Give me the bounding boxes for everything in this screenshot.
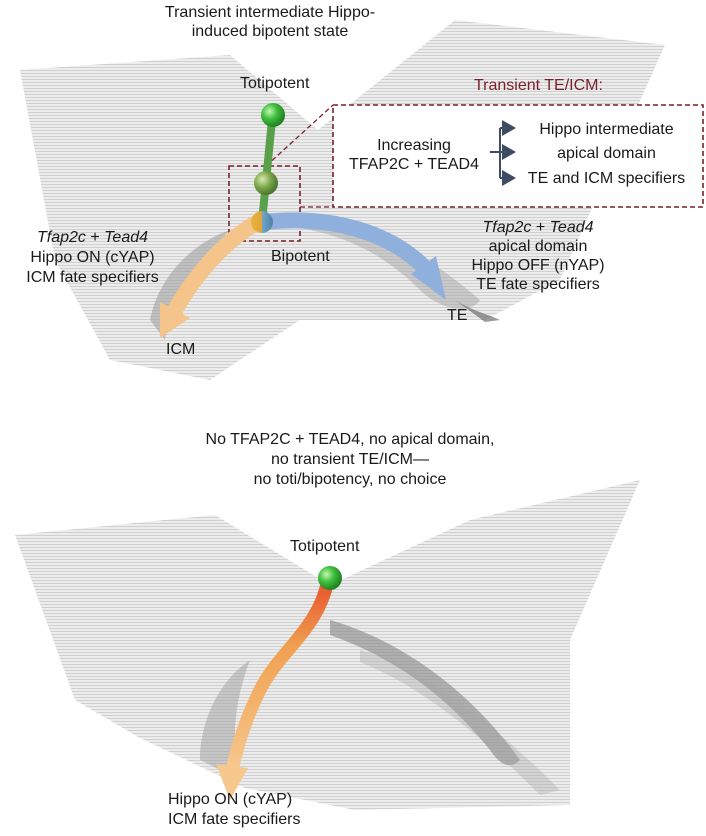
right-gene2: Tead4	[549, 219, 594, 236]
right-gene1: Tfap2c	[482, 219, 532, 236]
bipotent-ball	[251, 211, 273, 233]
info-box	[332, 104, 704, 208]
no-choice-arrow	[225, 573, 335, 777]
left-plus: +	[85, 229, 105, 246]
left-line2: Hippo ON (cYAP)	[30, 249, 155, 266]
te-arrow	[257, 212, 433, 276]
box-output-1: Hippo intermediate	[539, 121, 674, 138]
bipotent-label: Bipotent	[271, 248, 330, 265]
top-title-line2: induced bipotent state	[191, 23, 349, 40]
green-stem	[258, 116, 276, 226]
bottom-landscape	[15, 480, 640, 810]
bracket-arrows	[490, 120, 516, 186]
icm-arrow	[167, 214, 266, 318]
totipotent-ball	[261, 103, 285, 127]
right-line2: apical domain	[488, 238, 588, 255]
bottom-line1: Hippo ON (cYAP)	[168, 791, 293, 808]
left-gene-line: Tfap2c + Tead4	[10, 228, 175, 247]
right-line3: Hippo OFF (nYAP)	[471, 257, 605, 274]
bottom-title-line1: No TFAP2C + TEAD4, no apical domain,	[205, 431, 495, 448]
te-label: TE	[447, 307, 468, 324]
bottom-line2: ICM fate specifiers	[168, 811, 301, 828]
top-title-line1: Transient intermediate Hippo-	[164, 4, 376, 21]
totipotent-ball-bottom	[318, 566, 342, 590]
left-gene2: Tead4	[104, 229, 149, 246]
totipotent-label-bottom: Totipotent	[290, 538, 360, 555]
bottom-title-line3: no toti/bipotency, no choice	[253, 471, 447, 488]
box-input-line1: Increasing	[377, 137, 451, 154]
intermediate-ball	[254, 171, 278, 195]
icm-label: ICM	[166, 341, 196, 358]
bottom-title-line2: no transient TE/ICM—	[271, 451, 429, 468]
box-output-2: apical domain	[557, 145, 656, 162]
left-gene1: Tfap2c	[36, 229, 86, 246]
right-gene-line: Tfap2c + Tead4	[458, 218, 618, 237]
box-output-3: TE and ICM specifiers	[527, 170, 686, 187]
left-line3: ICM fate specifiers	[26, 269, 159, 286]
right-plus: +	[531, 219, 550, 236]
box-input-line2: TFAP2C + TEAD4	[349, 156, 479, 173]
right-line4: TE fate specifiers	[476, 276, 600, 293]
totipotent-label: Totipotent	[240, 75, 310, 92]
box-title: Transient TE/ICM:	[474, 77, 603, 94]
